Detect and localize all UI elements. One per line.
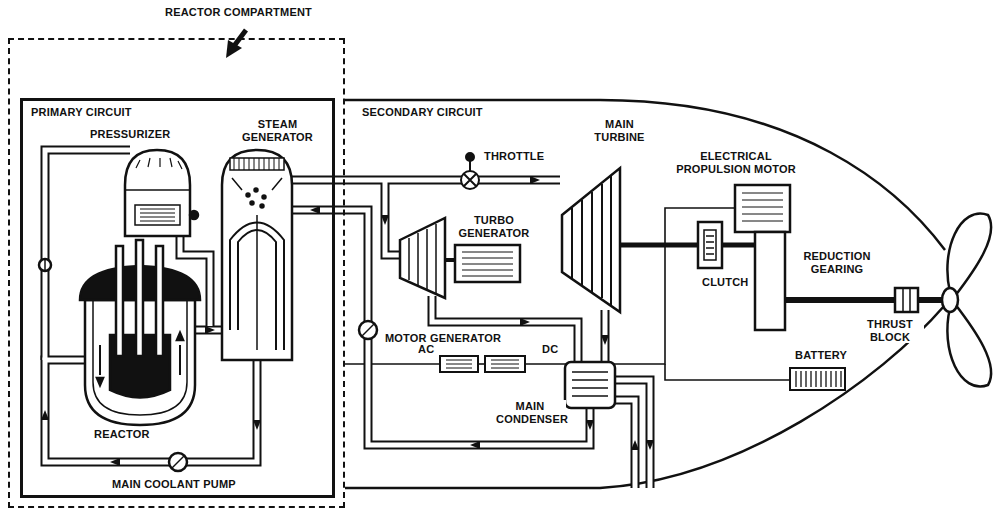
part-label: MAIN COOLANT PUMP: [110, 478, 238, 491]
part-label: REDUCTION GEARING: [792, 250, 882, 275]
part-label: MOTOR GENERATOR: [383, 332, 503, 345]
drive-train: [620, 185, 945, 330]
throttle-valve: [461, 153, 479, 189]
part-label: MAIN TURBINE: [585, 118, 654, 143]
battery-cell: [800, 371, 801, 387]
part-label: CLUTCH: [700, 276, 750, 289]
battery: [790, 368, 845, 390]
motor-generator: [440, 356, 525, 372]
part-label: DC: [540, 343, 560, 356]
node-heading: REACTOR COMPARTMENT: [165, 6, 312, 19]
part-label: THRUST BLOCK: [856, 318, 924, 343]
primary-fittings: [39, 259, 187, 471]
pipe: [615, 380, 650, 488]
pipe: [292, 210, 590, 445]
battery-cell: [825, 371, 826, 387]
part-label: AC: [416, 343, 436, 356]
node-heading: PRIMARY CIRCUIT: [31, 106, 132, 119]
part-label: PRESSURIZER: [88, 128, 172, 141]
part-label: REACTOR: [92, 428, 152, 441]
main-turbine: [562, 168, 620, 312]
hull-outline: [345, 100, 945, 488]
pipe: [432, 296, 578, 362]
part-label: STEAM GENERATOR: [238, 118, 317, 143]
pressurizer: [125, 150, 198, 236]
pipe: [601, 310, 610, 362]
battery-cell: [815, 371, 816, 387]
pipe: [195, 326, 222, 335]
battery-cell: [795, 371, 796, 387]
battery-cell: [805, 371, 806, 387]
steam-generator: [222, 150, 292, 360]
part-label: BATTERY: [793, 349, 849, 362]
pipe: [615, 400, 635, 488]
propeller: [942, 214, 991, 387]
part-label: THROTTLE: [482, 150, 546, 163]
reactor-compartment: REACTOR COMPARTMENTPRIMARY CIRCUIT: [8, 38, 345, 508]
reactor-vessel: [80, 240, 200, 425]
pipe: [432, 296, 578, 362]
battery-cell: [820, 371, 821, 387]
pipe: [292, 210, 590, 445]
part-label: TURBO GENERATOR: [450, 214, 538, 239]
part-label: SECONDARY CIRCUIT: [360, 106, 485, 119]
pipes: [45, 150, 650, 488]
battery-cell: [840, 371, 841, 387]
pipe: [615, 400, 635, 488]
main-condenser: [359, 321, 615, 408]
pipe: [615, 380, 650, 488]
flow-arrows: [41, 176, 654, 466]
compartment-arrow: [226, 30, 246, 58]
part-label: MAIN CONDENSER: [494, 400, 566, 425]
part-label: ELECTRICAL PROPULSION MOTOR: [668, 150, 804, 175]
battery-cell: [830, 371, 831, 387]
battery-cell: [835, 371, 836, 387]
primary-circuit: PRIMARY CIRCUIT: [20, 98, 335, 498]
battery-cell: [810, 371, 811, 387]
